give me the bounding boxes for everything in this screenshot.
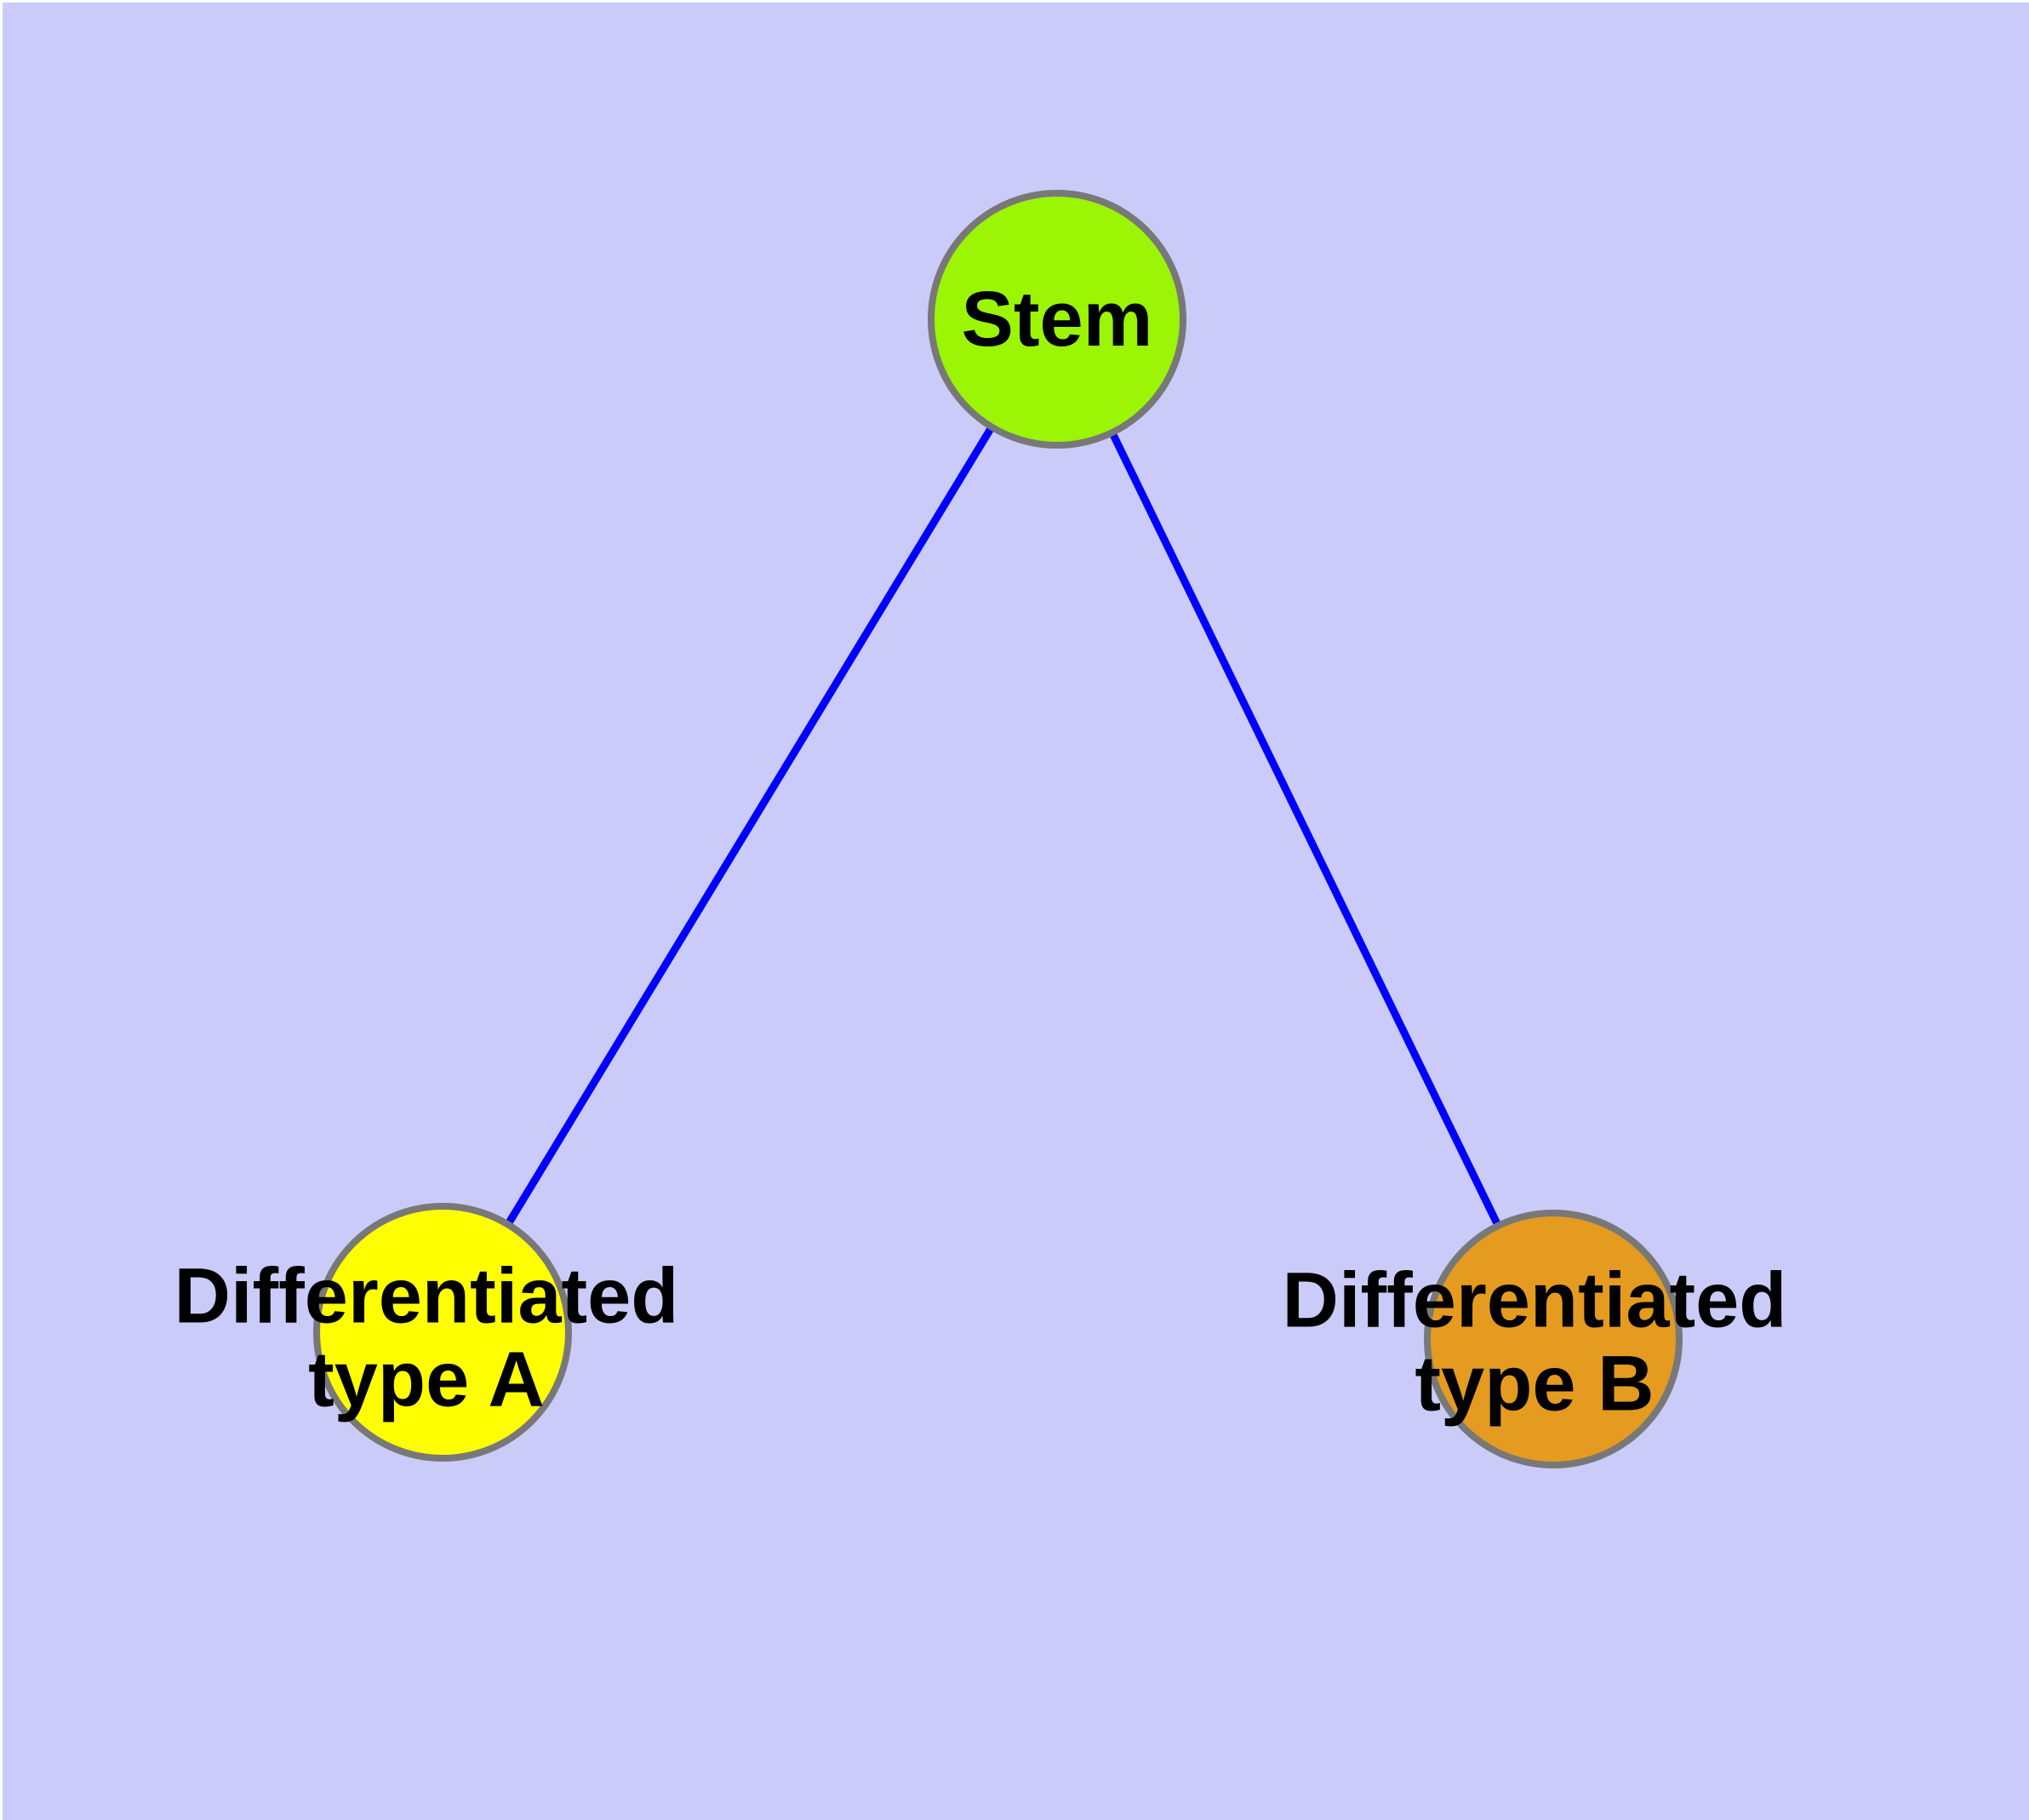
- node-differentiated-type-b[interactable]: [1424, 1210, 1683, 1468]
- edge-stem-to-type-a: [439, 317, 1060, 1335]
- node-stem-label: Stem: [961, 275, 1153, 363]
- node-differentiated-type-a-label: Differentiated type A: [174, 1252, 679, 1423]
- edge-stem-to-type-b: [1053, 318, 1557, 1341]
- node-stem[interactable]: [928, 190, 1186, 449]
- node-type-b-label-line1: Differentiated: [1282, 1256, 1787, 1344]
- node-type-a-label-line1: Differentiated: [174, 1252, 679, 1340]
- node-differentiated-type-a[interactable]: [313, 1203, 572, 1462]
- node-type-a-label-line2: type A: [308, 1336, 545, 1423]
- node-differentiated-type-b-label: Differentiated type B: [1282, 1256, 1787, 1428]
- node-type-b-label-line2: type B: [1415, 1341, 1655, 1428]
- node-stem-label-text: Stem: [961, 275, 1153, 363]
